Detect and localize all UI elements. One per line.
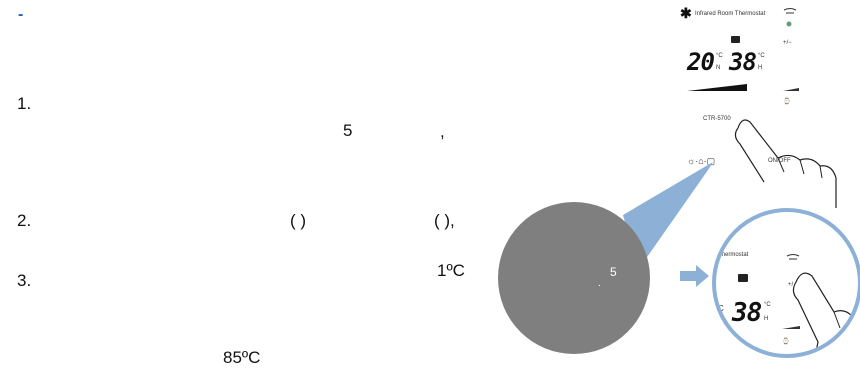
item-1-number: 1. [17,94,32,113]
zoom-temp-unit: °C [764,302,771,308]
item-2-value: 1ºC [437,261,465,280]
swing-icon [783,8,797,14]
thermostat-brand: Infrared Room Thermostat [695,11,766,17]
right-temp-unit: °C [758,53,765,59]
zoom-detail: Thermostat +/ C 38 °C H ⌚ [712,208,860,373]
key-lock-icon [731,36,740,43]
right-temp-sub: H [758,65,763,71]
key-lock-icon [738,274,748,282]
zoom-fan-bar [716,328,732,333]
swing-icon [786,254,800,260]
thermostat-illustration: ✱ Infrared Room Thermostat +/− 20 °C N 3… [675,0,860,200]
clock-icon: ⌚ [783,99,791,105]
right-arrow-icon [680,265,709,287]
plus-minus-label: +/− [783,40,792,46]
zoom-temp-sub: H [764,316,769,322]
zoom-label: Thermostat [718,252,749,258]
clock-icon: ⌚ [782,339,790,345]
callout-number: 5 [610,265,617,279]
item-3-number: 3. [17,271,32,290]
indicator-dot-icon [786,21,792,27]
zoom-circle: Thermostat +/ C 38 °C H ⌚ [712,208,860,358]
left-temperature: 20 [687,48,715,76]
hand-pointer-icon [734,119,837,208]
item-1-value: 5 [343,121,353,140]
item-2-paren-left: ( ) [290,211,307,230]
item-3-value: 85ºC [223,348,261,367]
right-temperature: 38 [729,48,757,76]
callout-circle [498,202,650,354]
item-2-paren-right: ( ), [434,211,455,230]
item-2-number: 2. [17,211,32,230]
snowflake-icon: ✱ [680,5,692,21]
mode-icons: ☼·⌂·▢ [687,156,716,166]
model-label: CTR-5700 [703,116,731,122]
zoom-right-temperature: 38 [732,298,762,328]
callout-dot: . [598,278,601,289]
zoom-hand-icon [792,272,858,354]
zoom-level-bar [782,326,800,329]
item-1-comma: , [440,122,445,141]
zoom-plus-label: +/ [788,282,794,288]
bullet-dash: - [18,6,24,23]
mini-level-bar [783,88,799,91]
fan-speed-bar [687,84,747,91]
zoom-left-fragment: C [718,304,724,313]
callout-pointer [498,162,713,354]
left-temp-sub: N [716,65,721,71]
left-temp-unit: °C [716,53,723,59]
